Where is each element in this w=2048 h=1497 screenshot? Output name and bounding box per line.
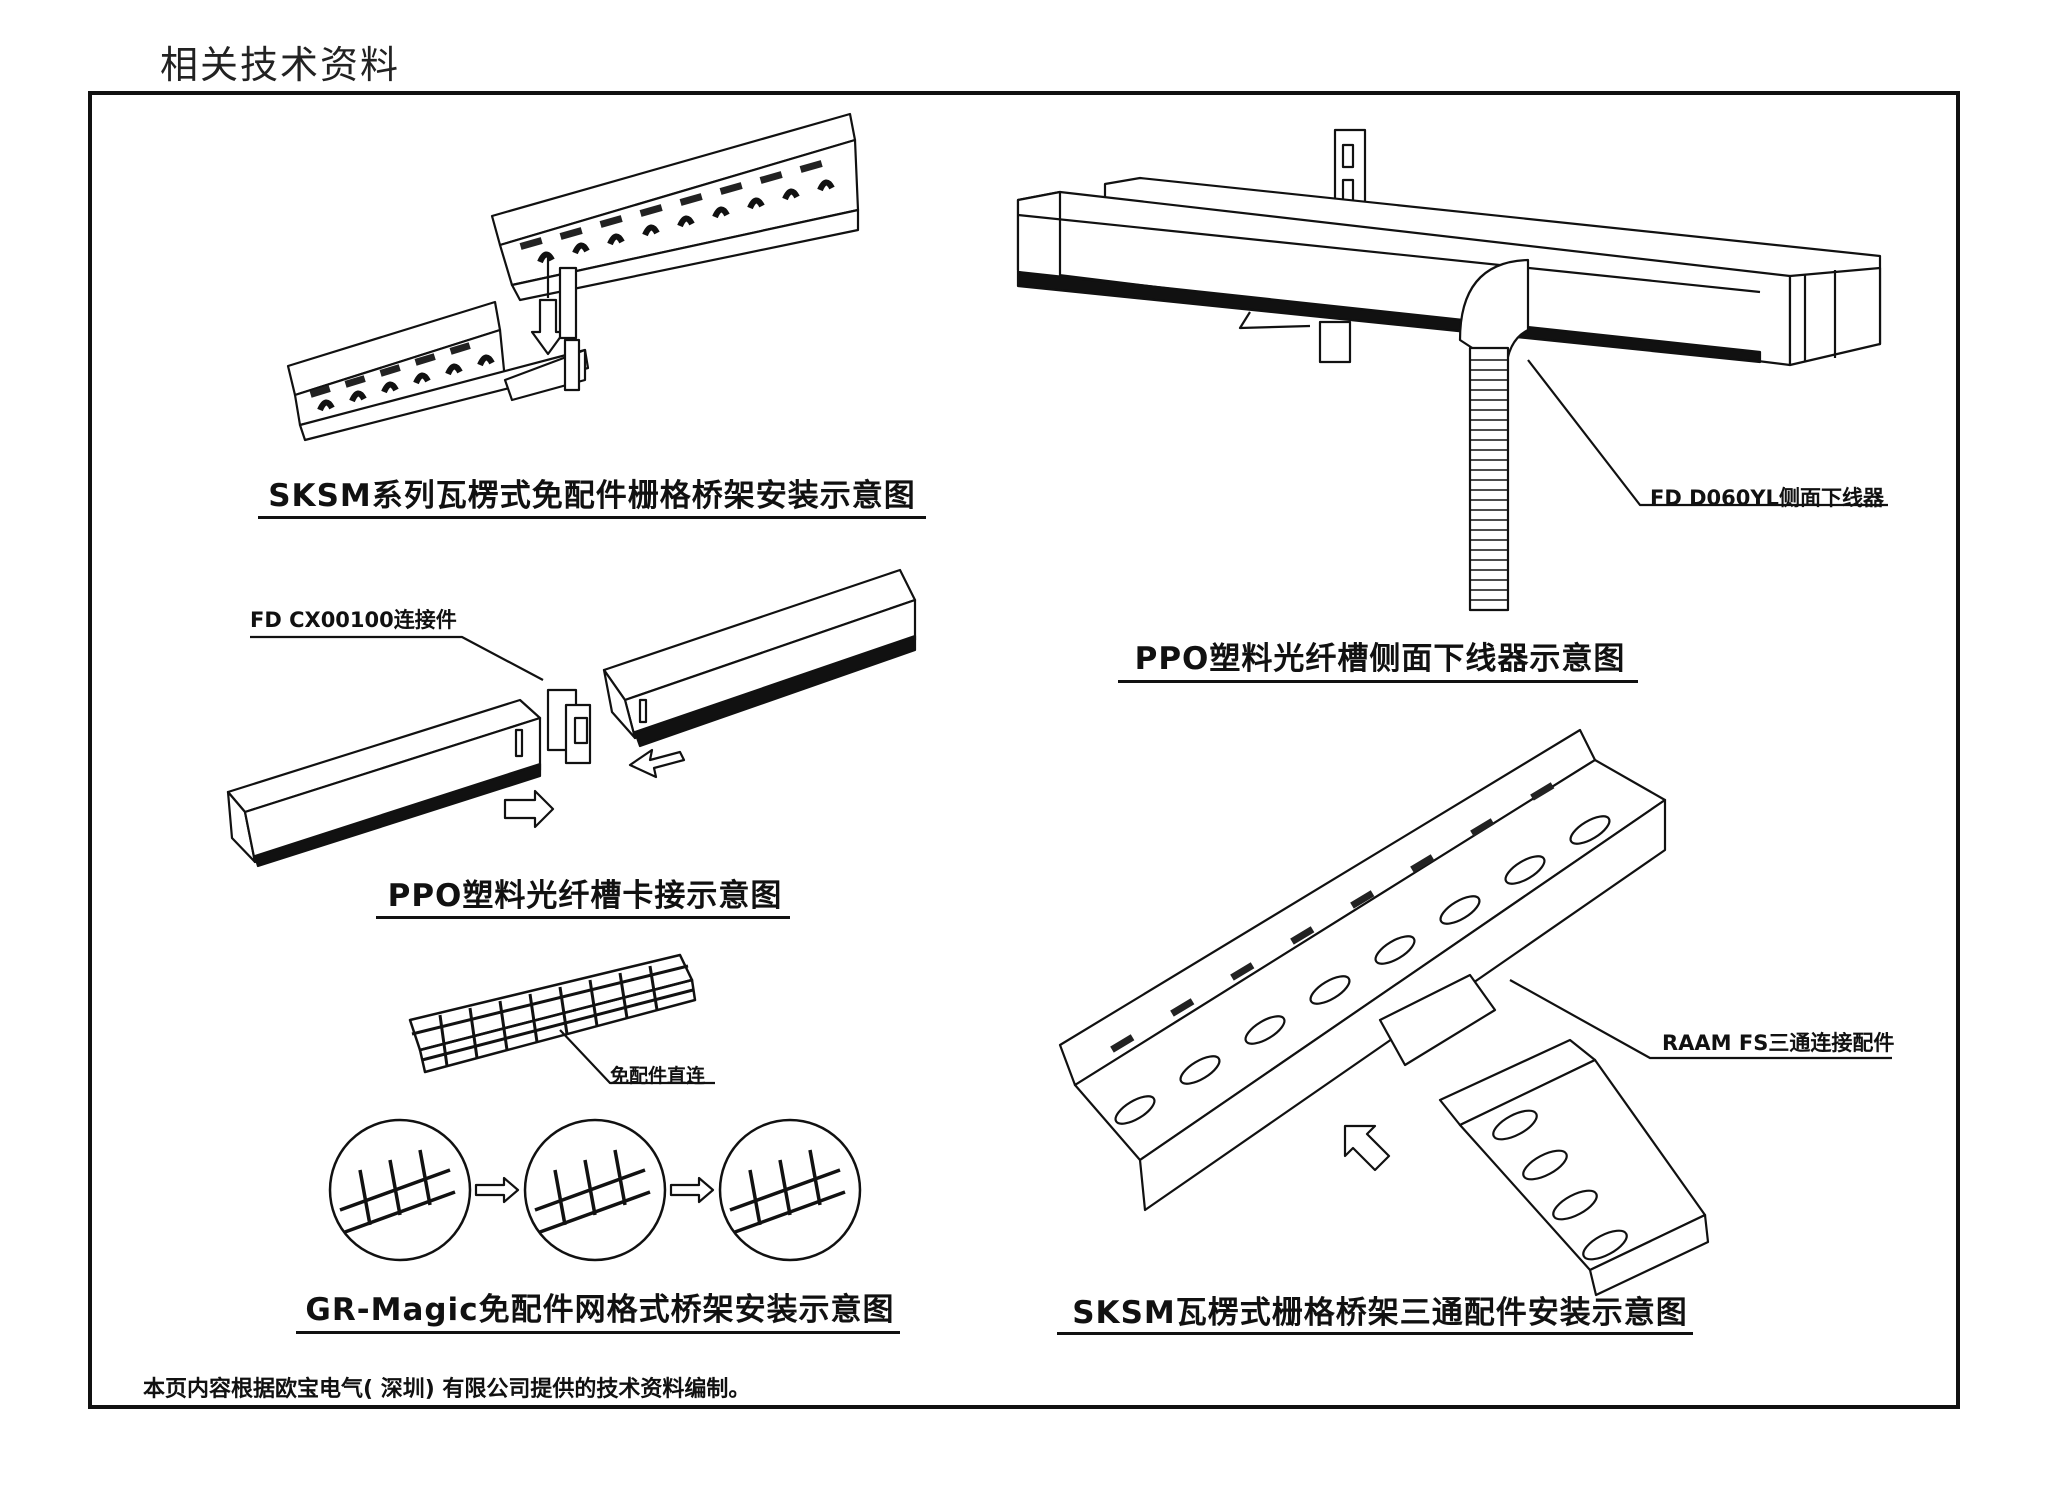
caption-underline	[296, 1331, 900, 1334]
caption-ppo-side-outlet: PPO塑料光纤槽侧面下线器示意图	[1134, 641, 1626, 677]
callout-tee-fitting: RAAM FS三通连接配件	[1662, 1031, 1895, 1055]
callout-connector: FD CX00100连接件	[250, 608, 457, 632]
callout-side-outlet: FD D060YL侧面下线器	[1650, 486, 1884, 510]
sksm-tee-illustration	[1058, 728, 1892, 1297]
caption-ppo-snap: PPO塑料光纤槽卡接示意图	[387, 878, 783, 914]
caption-underline	[258, 516, 926, 519]
callout-direct-connect: 免配件直连	[610, 1065, 706, 1087]
footnote: 本页内容根据欧宝电气( 深圳) 有限公司提供的技术资料编制。	[143, 1377, 751, 1402]
ppo-side-outlet-illustration	[1016, 128, 1888, 612]
caption-underline	[1057, 1332, 1693, 1335]
caption-gr-magic: GR-Magic免配件网格式桥架安装示意图	[305, 1292, 895, 1328]
ppo-snap-illustration	[226, 568, 917, 868]
caption-sksm-tee: SKSM瓦楞式栅格桥架三通配件安装示意图	[1072, 1295, 1688, 1331]
caption-sksm-install: SKSM系列瓦楞式免配件栅格桥架安装示意图	[268, 478, 916, 514]
gr-magic-illustration	[328, 953, 862, 1262]
drawing-frame	[88, 91, 1960, 1409]
caption-underline	[376, 916, 790, 919]
caption-underline	[1118, 680, 1638, 683]
sksm-tray-illustration	[286, 112, 860, 442]
page-heading: 相关技术资料	[160, 43, 401, 87]
